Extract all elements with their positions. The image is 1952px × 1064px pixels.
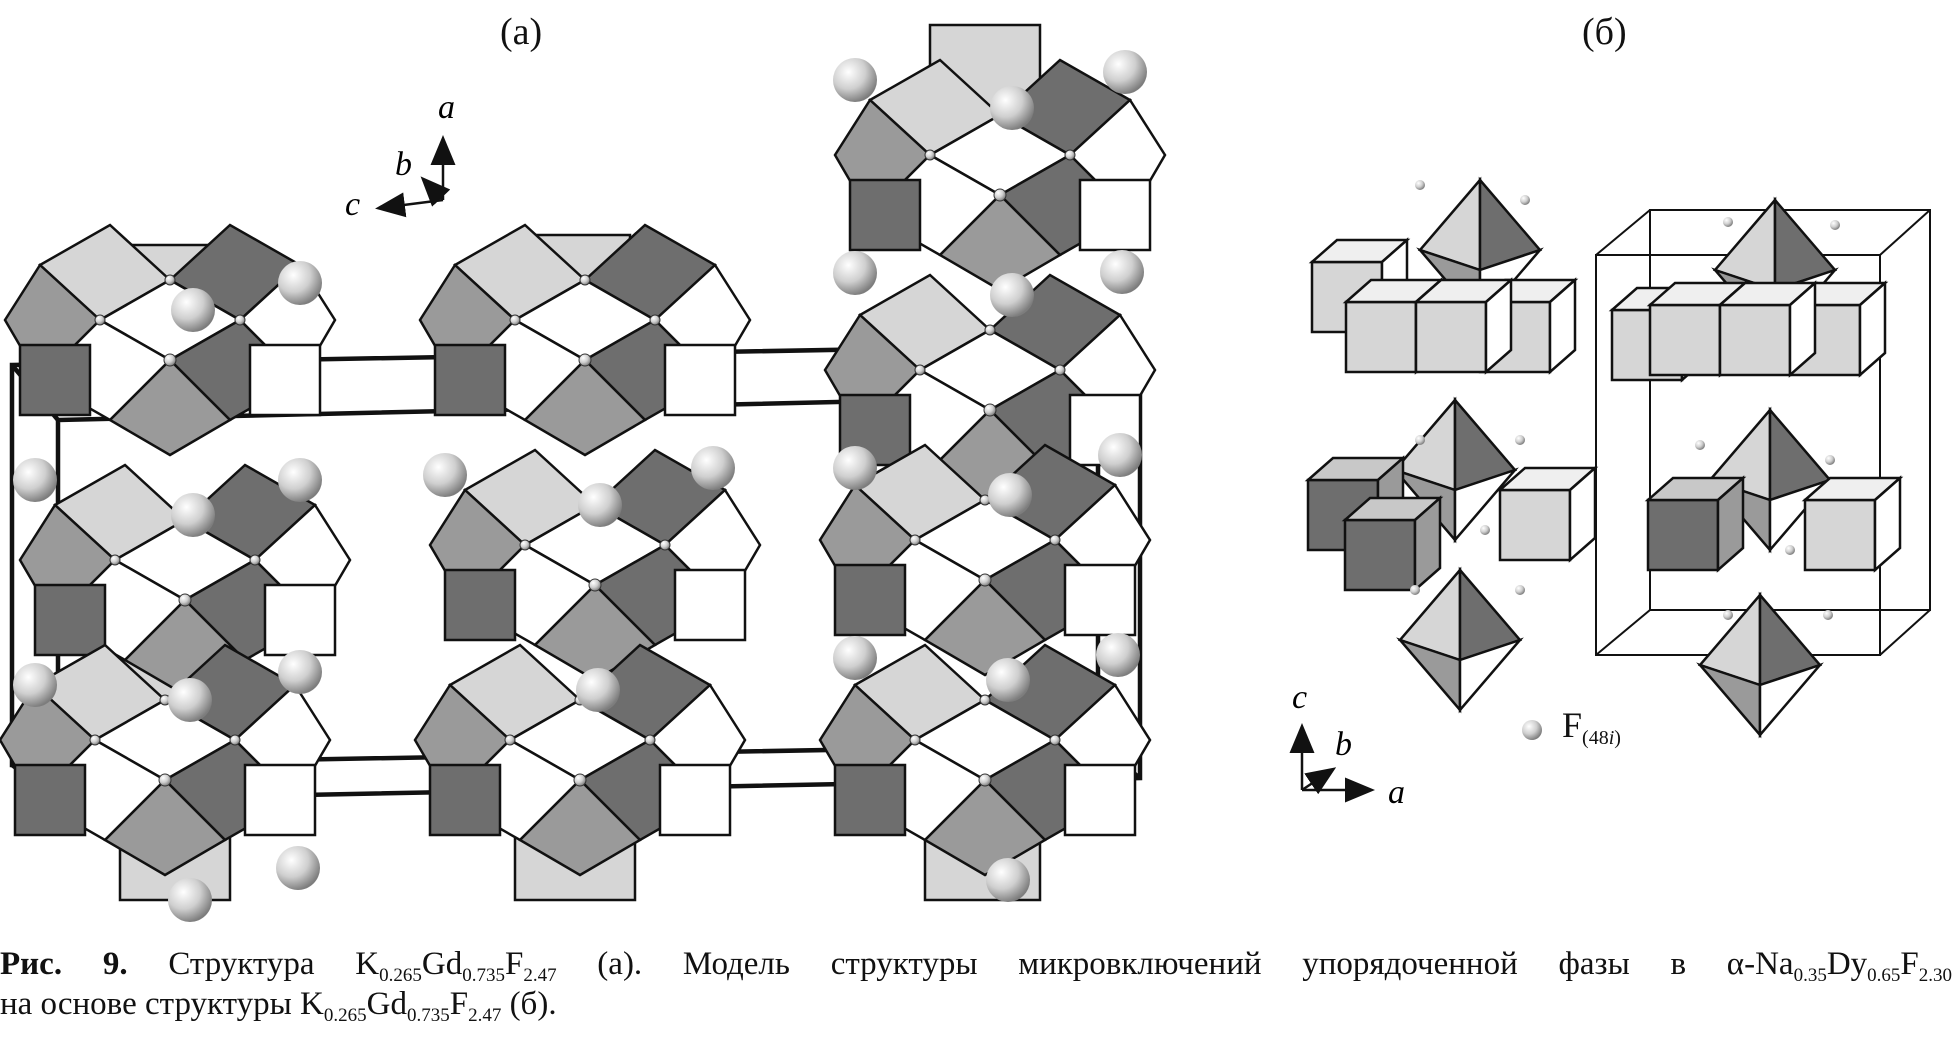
axis-c-label: c [345,186,360,223]
panel-a-label: (а) [500,11,543,53]
panel-b-structure: c b a [1289,178,1931,811]
axis-triad-b [1289,723,1375,803]
polyhedra-group-right [1610,198,1902,737]
axis-a-label-b: a [1388,774,1405,811]
crystal-structure-figure: a b c [0,23,1931,922]
caption-line-1: Рис. 9. Структура K0.265Gd0.735F2.47 (а)… [0,946,1952,986]
panel-a-structure: a b c [0,23,1167,922]
panel-b-label: (б) [1582,11,1627,53]
axis-a-label: a [438,89,455,126]
polyhedra-group-left [1306,178,1597,712]
figure-caption: Рис. 9. Структура K0.265Gd0.735F2.47 (а)… [0,944,1952,1026]
axis-b-label: b [395,146,412,183]
caption-line-2: на основе структуры K0.265Gd0.735F2.47 (… [0,986,557,1026]
axis-c-label-b: c [1292,679,1307,716]
cluster-column-middle [413,223,762,902]
legend-label: F(48i) [1562,705,1621,749]
legend-sphere-icon [1522,720,1542,740]
axis-b-label-b: b [1335,726,1352,763]
cluster-column-left [0,223,352,902]
cation-spheres [13,50,1147,922]
axis-triad-a [375,135,456,218]
